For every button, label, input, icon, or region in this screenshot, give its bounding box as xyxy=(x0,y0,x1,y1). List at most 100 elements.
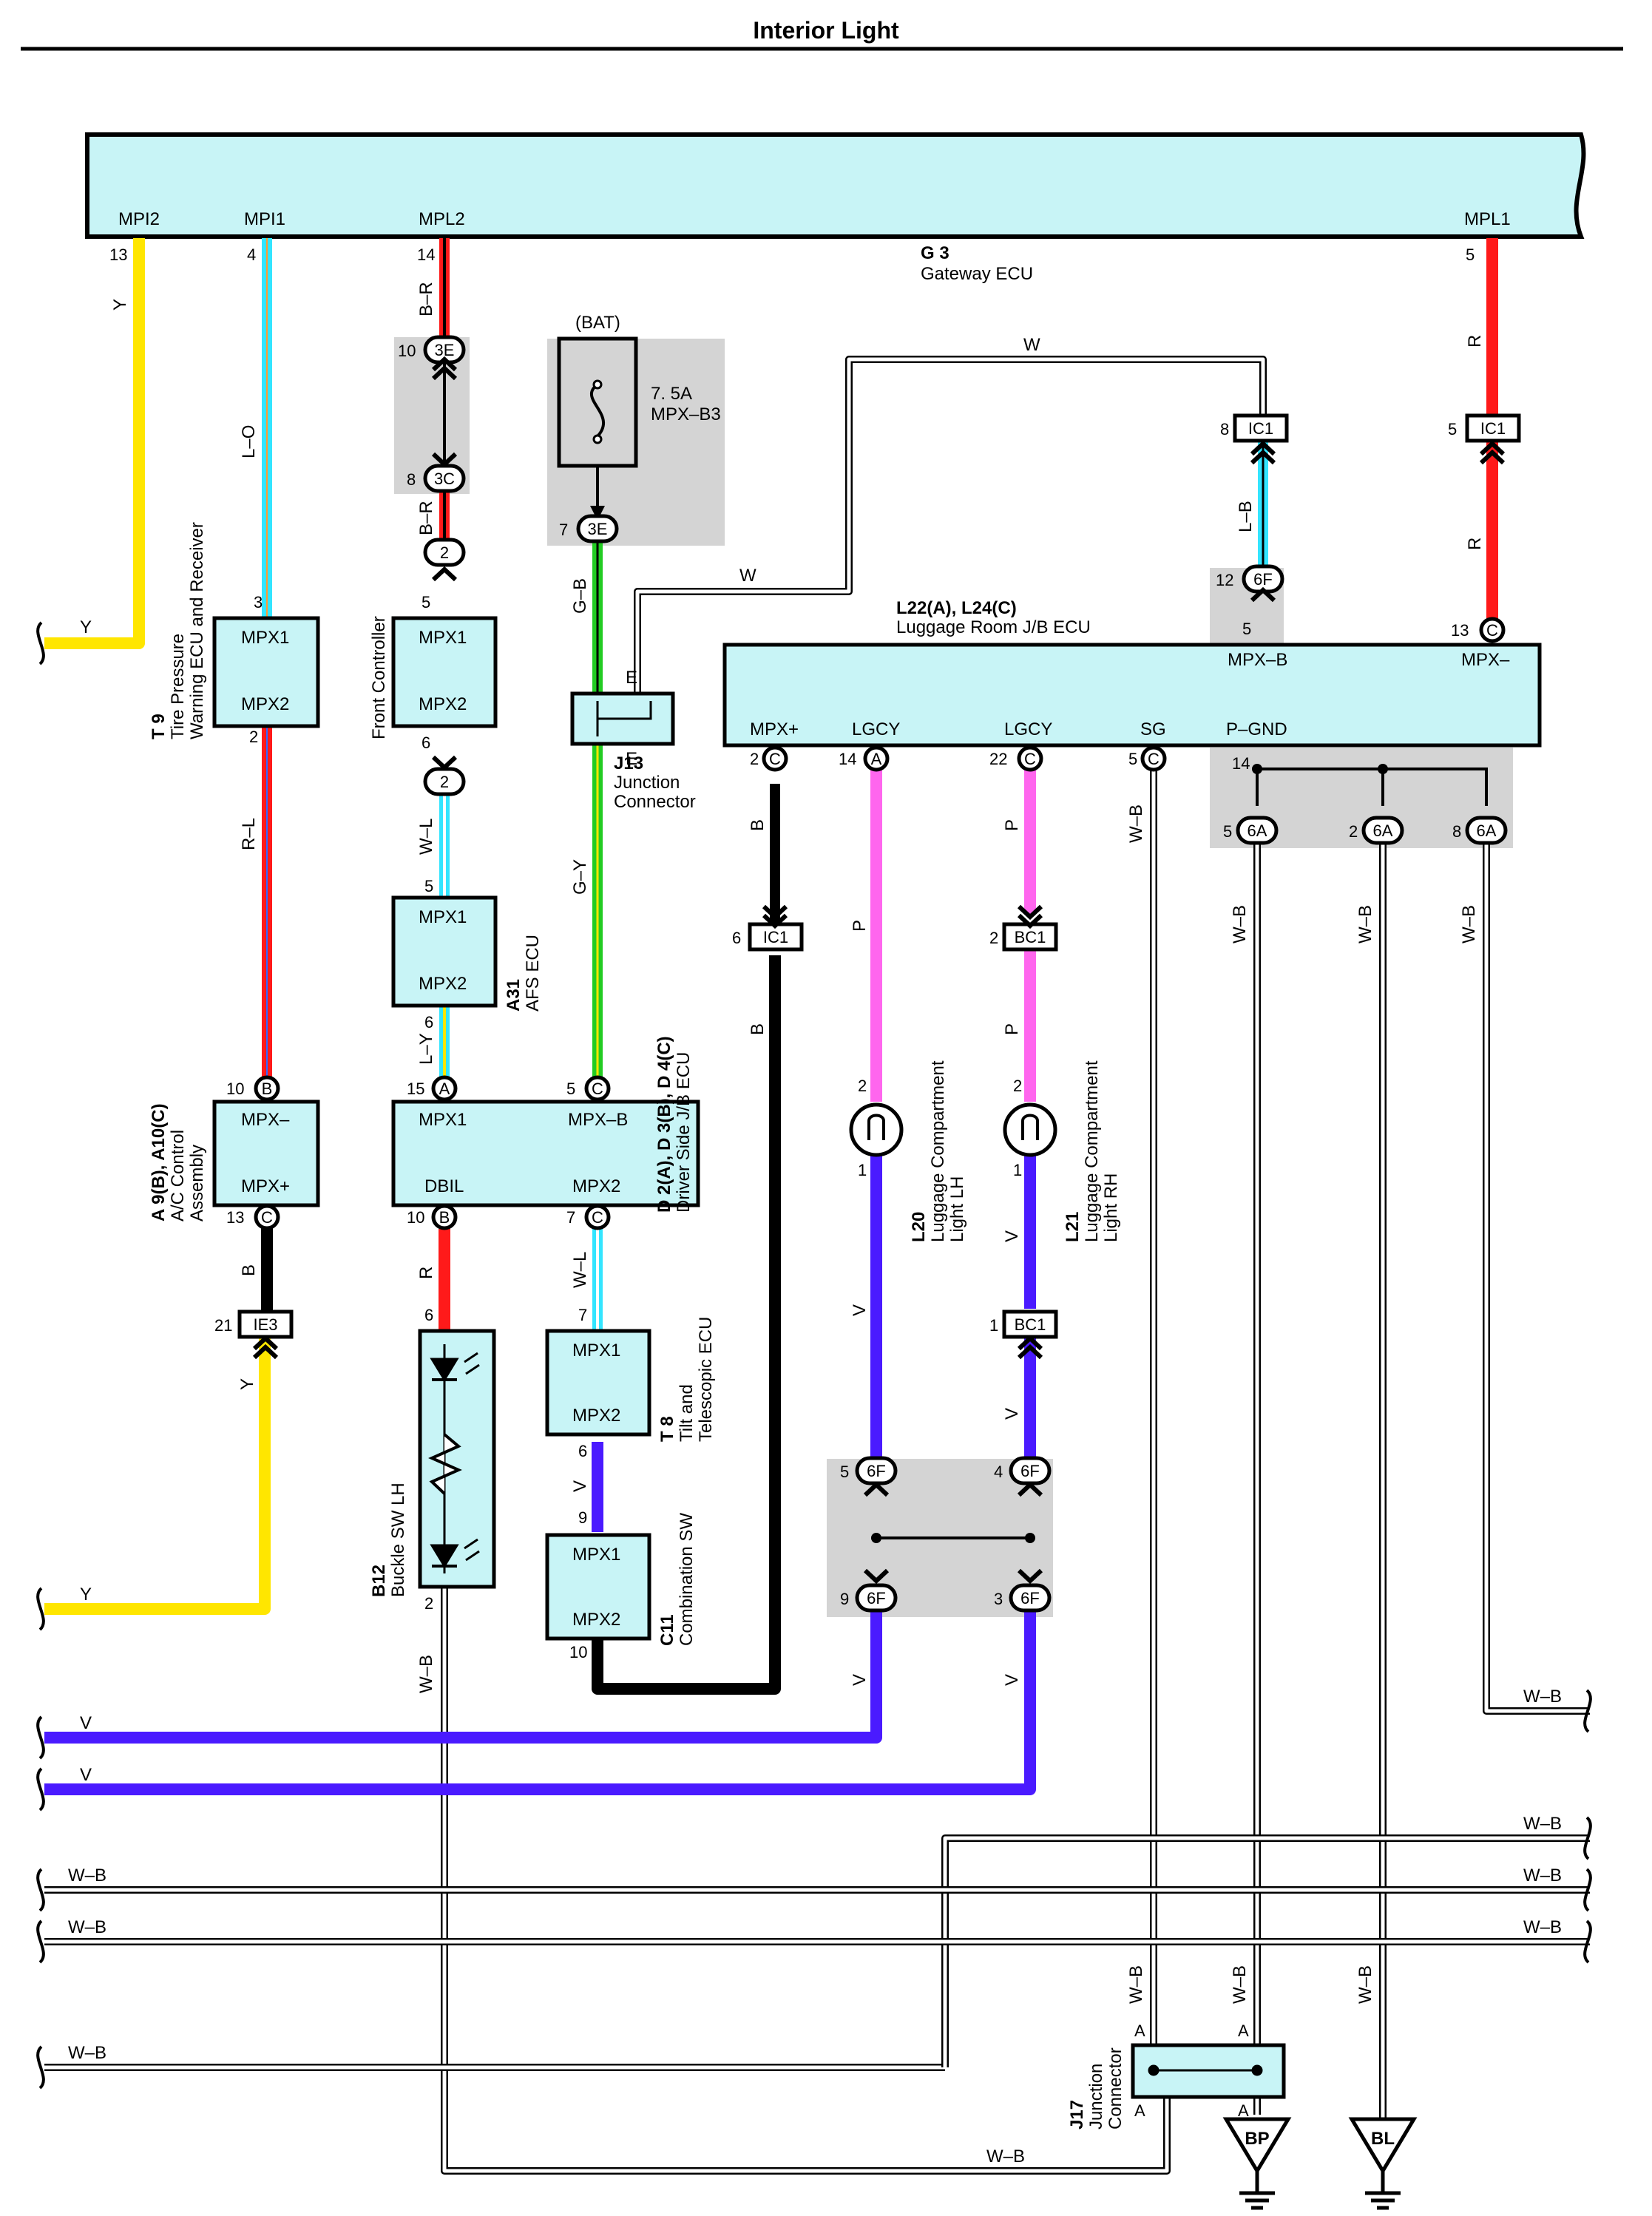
d2-mpx2: MPX2 xyxy=(572,1176,620,1196)
buckle-sw-internals xyxy=(428,1344,480,1573)
pin-5c: 5 xyxy=(1448,420,1457,438)
wire-w-2: W xyxy=(1023,335,1040,355)
l20-code: L20 xyxy=(909,1212,929,1242)
pin-10: 10 xyxy=(398,342,416,360)
d2-dbil: DBIL xyxy=(424,1176,464,1196)
pin-6b: 6 xyxy=(424,1013,433,1031)
pin-4: 4 xyxy=(247,245,256,264)
j13-e-2: E xyxy=(626,749,637,769)
component-names: T 9 Tire Pressure Warning ECU and Receiv… xyxy=(149,522,1125,2129)
wire-b-3: B xyxy=(748,1023,768,1035)
gateway-name: Gateway ECU xyxy=(921,264,1033,284)
pin-6e: 6 xyxy=(578,1442,587,1460)
wire-l-b: L–B xyxy=(1236,501,1256,532)
plug-chevrons xyxy=(252,356,1506,1585)
wire-b-r-1: B–R xyxy=(416,282,436,316)
wire-g-b: G–B xyxy=(570,578,590,614)
wire-v-4: V xyxy=(1002,1408,1022,1420)
a9-mpx-minus: MPX– xyxy=(241,1110,290,1130)
wire-r-l: R–L xyxy=(239,818,259,850)
fuse: (BAT) 7. 5A MPX–B3 xyxy=(557,313,721,521)
j13-e-1: E xyxy=(626,668,637,688)
wire-r-2: R xyxy=(1465,335,1485,348)
ground-bp: BP xyxy=(1245,2129,1269,2149)
c11-mpx1: MPX1 xyxy=(572,1545,620,1565)
a9-mpx-plus: MPX+ xyxy=(241,1176,290,1196)
wire-v-8: V xyxy=(80,1765,92,1785)
b12-name: Buckle SW LH xyxy=(388,1483,408,1597)
a31-mpx1: MPX1 xyxy=(419,907,467,927)
j13-name-2: Connector xyxy=(614,792,696,812)
b12-code: B12 xyxy=(369,1565,389,1597)
j17-name-2: Connector xyxy=(1106,2047,1125,2129)
gateway-term-mpi2: MPI2 xyxy=(118,209,160,229)
j17-a-4: A xyxy=(1238,2101,1249,2120)
j13-internal xyxy=(596,701,652,736)
wire-v-6: V xyxy=(1002,1674,1022,1686)
component-terminal-labels: MPX1 MPX2 MPX1 MPX2 MPX1 MPX2 MPX+ LGCY … xyxy=(241,628,1510,1630)
pin-3: 3 xyxy=(254,593,263,611)
wire-w-b-12: W–B xyxy=(68,2043,106,2063)
wire-b-r-2: B–R xyxy=(416,501,436,535)
pin-8: 8 xyxy=(407,470,416,489)
d2-mpx-b: MPX–B xyxy=(568,1110,628,1130)
pin-1: 1 xyxy=(858,1161,867,1179)
conn-ie3: IE3 xyxy=(253,1315,277,1334)
pin-5h: 5 xyxy=(840,1463,849,1481)
front-mpx1: MPX1 xyxy=(419,628,467,648)
pin-10d: 10 xyxy=(569,1643,587,1661)
pin-numbers: 3 2 10 8 5 6 5 6 7 8 5 12 5 13 2 14 22 5… xyxy=(214,342,1469,2120)
pin-7: 7 xyxy=(559,521,568,539)
gateway-ecu: MPI2 MPI1 MPL2 MPL1 G 3 Gateway ECU 13 4… xyxy=(85,132,1586,284)
d2-mpx1: MPX1 xyxy=(419,1110,467,1130)
j17-a-3: A xyxy=(1134,2101,1145,2120)
t8-name-1: Tilt and xyxy=(677,1384,697,1442)
gateway-code: G 3 xyxy=(921,243,949,263)
a31-code: A31 xyxy=(504,979,524,1012)
t8-name-2: Telescopic ECU xyxy=(696,1317,716,1442)
pin-2b: 2 xyxy=(750,750,759,768)
pin-14c: 14 xyxy=(1232,754,1250,773)
fuse-bat-label: (BAT) xyxy=(575,313,620,333)
wire-l-y: L–Y xyxy=(416,1033,436,1065)
conn-6a-3: 6A xyxy=(1477,821,1497,840)
l22-sg: SG xyxy=(1140,719,1166,739)
wire-v-7: V xyxy=(80,1713,92,1733)
conn-6f-3: 6F xyxy=(1020,1589,1040,1607)
pin-10b: 10 xyxy=(226,1080,244,1098)
front-controller-name: Front Controller xyxy=(369,616,389,739)
l22-mpx-minus: MPX– xyxy=(1461,650,1510,670)
wire-w-b-5: W–B xyxy=(1459,905,1479,943)
j17-a-2: A xyxy=(1238,2022,1249,2040)
conn-2-lower: 2 xyxy=(440,773,449,791)
wire-g-y: G–Y xyxy=(570,859,590,895)
pin-5e: 5 xyxy=(1128,750,1137,768)
pin-6d: 6 xyxy=(424,1306,433,1324)
pin-5g: 5 xyxy=(566,1080,575,1098)
wire-w-b-3: W–B xyxy=(1230,905,1250,943)
pin-5: 5 xyxy=(422,593,430,611)
conn-6f-9: 6F xyxy=(867,1589,886,1607)
j17-a-1: A xyxy=(1134,2022,1145,2040)
wire-w-b-8: W–B xyxy=(1523,1866,1562,1885)
a31-name: AFS ECU xyxy=(523,935,543,1012)
wire-labels: Y Y Y Y L–O R–L B B–R B–R W–L L–Y R W–B … xyxy=(68,282,1562,2166)
t9-name-2: Warning ECU and Receiver xyxy=(187,522,207,739)
wire-y-4: Y xyxy=(237,1378,257,1390)
fuse-name: MPX–B3 xyxy=(651,404,721,424)
pin-2c: 2 xyxy=(1349,822,1358,841)
pin-5: 5 xyxy=(1466,245,1475,264)
pin-7c: 7 xyxy=(578,1306,587,1324)
c11-name: Combination SW xyxy=(677,1513,697,1646)
wire-w-1: W xyxy=(739,566,756,586)
wire-w-b-11: W–B xyxy=(68,1917,106,1937)
conn-3e-bat: 3E xyxy=(588,520,608,538)
pinc-b-d2: B xyxy=(439,1208,450,1227)
wire-r-1: R xyxy=(416,1267,436,1279)
pin-2g: 2 xyxy=(424,1594,433,1613)
j13-code: J13 xyxy=(614,753,643,773)
a31-mpx2: MPX2 xyxy=(419,974,467,994)
wire-w-b-2: W–B xyxy=(1126,804,1146,843)
wire-w-b-15: W–B xyxy=(1230,1965,1250,2004)
pin-8b: 8 xyxy=(1220,420,1229,438)
